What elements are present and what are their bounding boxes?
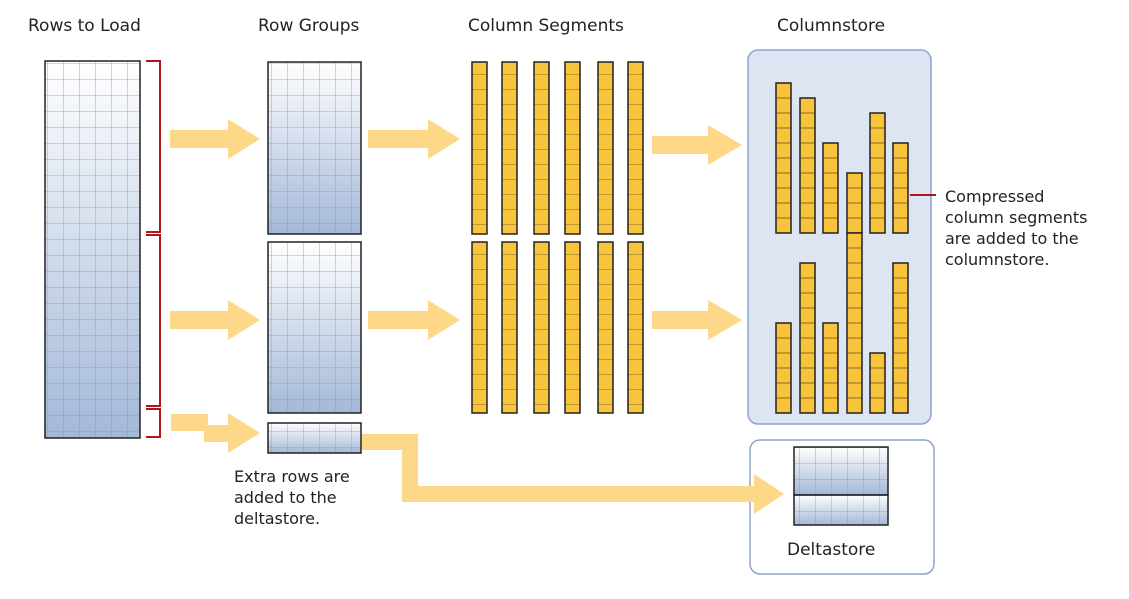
arrow-to-segments-1 [368, 119, 460, 159]
header-column-segments: Column Segments [468, 16, 624, 36]
deltastore-label: Deltastore [787, 540, 876, 560]
arrow-to-extra-rows [171, 413, 260, 453]
column-segments-group-2 [471, 241, 644, 414]
extra-rows-grid [267, 422, 362, 454]
row-group-1-grid [267, 61, 362, 235]
columnstore-bars-group-2 [775, 232, 909, 414]
header-columnstore: Columnstore [777, 16, 886, 36]
arrow-to-columnstore-2 [652, 300, 742, 340]
columnstore-group-1-bar-2 [799, 97, 816, 234]
arrow-to-deltastore [362, 434, 784, 514]
arrow-to-columnstore-1 [652, 125, 742, 165]
deltastore-grid [793, 446, 889, 526]
row-group-2-grid [267, 241, 362, 414]
arrow-to-row-group-1 [170, 119, 260, 159]
compressed-segments-note: Compressed column segments are added to … [945, 187, 1088, 269]
arrow-to-segments-2 [368, 300, 460, 340]
extra-rows-note: Extra rows are added to the deltastore. [234, 467, 350, 528]
header-rows-to-load: Rows to Load [28, 16, 141, 36]
arrow-to-row-group-2 [170, 300, 260, 340]
rows-to-load-grid [44, 60, 141, 439]
column-segments-group-1 [471, 61, 644, 235]
columnstore-bars-group-1 [775, 82, 909, 234]
header-row-groups: Row Groups [258, 16, 360, 36]
row-group-brackets [146, 60, 161, 438]
